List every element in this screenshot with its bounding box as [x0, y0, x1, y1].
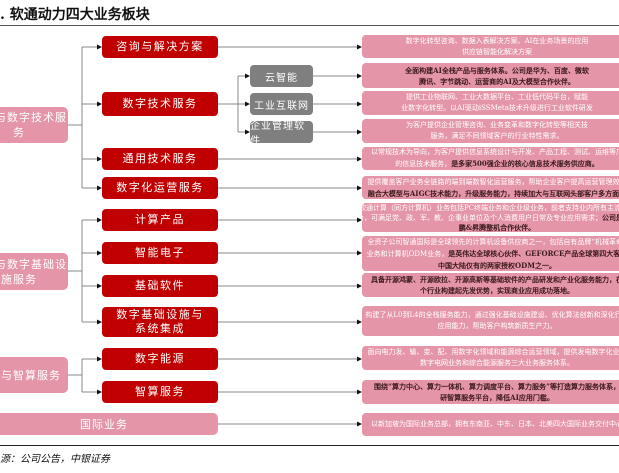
business-basic-software: 基础软件: [102, 275, 218, 297]
description: 具备开源鸿蒙、开源欧拉、开源高斯等基础软件的产品研发和产业化服务能力，在个行业构…: [362, 273, 619, 297]
business-digital-tech: 数字技术服务: [102, 92, 218, 116]
segment-products-infrastructure: 产品与数字基础设施服务: [0, 253, 68, 290]
description: 全面构建AI全栈产品与服务体系。公司是华为、百度、微软腾讯、字节跳动、运营商的A…: [362, 63, 619, 88]
sub-enterprise-software: 企业管理软件: [250, 121, 313, 147]
segment-international: 国际业务: [0, 413, 218, 435]
description: 提供覆盖客户业务全链路的端到端数智化运营服务，帮助企业客户提高运营管理效率融合大…: [362, 176, 619, 199]
description: 构建了从L0到L4的全栈服务能力，通过强化基础设施建设、优化算法创新和深化行业应…: [362, 306, 619, 336]
source-note: 源：公司公告，中银证券: [0, 454, 110, 465]
description: 以常规技术为导向，为客户提供信息系统设计与开发、产品工程、测试、运维等广的信息技…: [362, 147, 619, 170]
business-consulting: 咨询与解决方案: [102, 36, 218, 58]
description: 软通计算（同方计算机）业务包括PC终端业务和企业级业务，前者支持业内所有主流技术…: [362, 203, 619, 232]
bottom-divider: [0, 445, 619, 446]
segment-consulting-digital-tech: 咨询与数字技术服务: [0, 107, 68, 143]
description: 为客户提供企业管理咨询、业务变革和数字化转型等相关技服务，满足不同领域客户的行业…: [362, 119, 619, 143]
business-general-tech: 通用技术服务: [102, 148, 218, 170]
description: 提供工业物联网、工业大数据平台、工业低代码平台，赋能业数字化转型。以AI驱动iS…: [362, 91, 619, 115]
business-digital-infrastructure: 数字基础设施与系统集成: [102, 307, 218, 337]
business-digital-operations: 数字化运营服务: [102, 177, 218, 199]
description: 围绕“算力中心、算力一体机、算力调度平台、算力服务”等打造算力服务体系，研智算服…: [362, 380, 619, 404]
page-title: . 软通动力四大业务板块: [0, 7, 150, 23]
description: 全资子公司智通国际是全球领先的计算机设备供应商之一，包括自有品牌“机械革命”业务…: [362, 236, 619, 271]
sub-industrial-internet: 工业互联网: [250, 93, 313, 115]
business-computing-products: 计算产品: [102, 209, 218, 231]
description: 面向电力发、输、变、配、用数字化领域和能源综合运营领域，提供发电数字化业务数字电…: [362, 346, 619, 370]
top-divider: [0, 25, 619, 26]
segment-energy-computing: 能源与智算服务: [0, 357, 68, 393]
description: 以新加坡为国际业务总部，拥有东南亚、中东、日本、北美四大国际业务交付中心: [362, 413, 619, 436]
business-intelligent-computing: 智算服务: [102, 381, 218, 403]
description: 数字化转型咨询、数据入表解决方案、AI在业务场景的应用供应链智能化解决方案: [362, 35, 619, 58]
sub-cloud-intelligence: 云智能: [250, 65, 313, 87]
business-digital-energy: 数字能源: [102, 348, 218, 370]
business-smart-electronics: 智能电子: [102, 242, 218, 264]
